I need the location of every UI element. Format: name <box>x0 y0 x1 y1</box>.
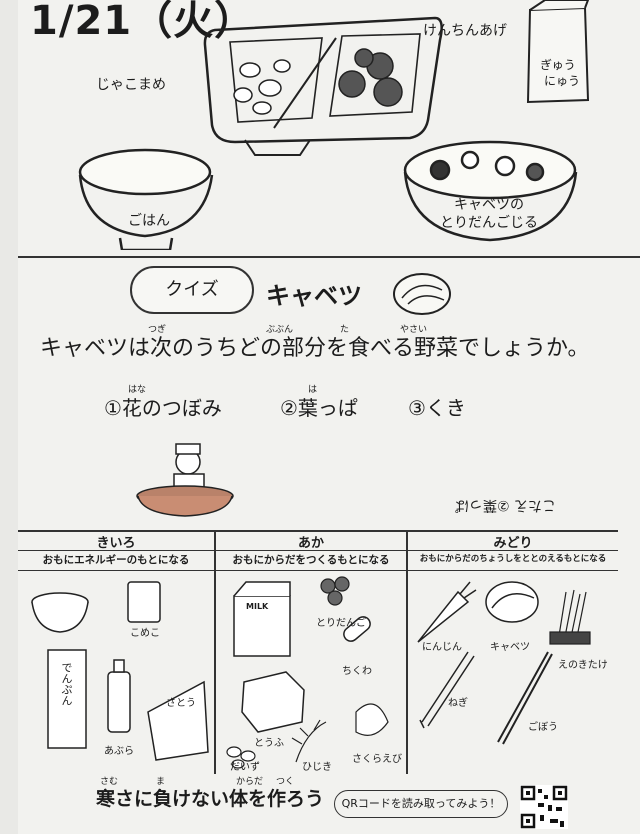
ruby-ta: た <box>340 325 350 335</box>
food-hijiki: ひじき <box>302 762 332 773</box>
meatball-icon <box>320 576 350 606</box>
food-milk-label: MILK <box>246 602 269 611</box>
group-red-name: あか <box>216 532 406 551</box>
quiz-bubble: クイズ <box>130 266 254 314</box>
rice-bowl-icon <box>78 148 214 250</box>
menu-illustrations <box>78 0 590 250</box>
food-abura: あぶら <box>104 746 134 757</box>
tray-icon <box>203 16 443 156</box>
meatball-icon <box>338 48 403 107</box>
menu-item-kenchinage: けんちんあげ <box>423 23 507 39</box>
ruby-karada: からだ <box>236 777 264 787</box>
cabbage-icon <box>393 273 451 315</box>
oil-bottle-icon <box>107 659 131 733</box>
milk-carton-icon <box>526 0 590 104</box>
qr-code-icon[interactable] <box>520 785 568 829</box>
chikuwa-icon <box>343 616 371 642</box>
yellow-foods <box>31 581 209 761</box>
ruby-ha: は <box>308 385 318 395</box>
group-green: みどり おもにからだのちょうしをととのえるもとになる にんじん キャベツ えのき… <box>408 532 618 774</box>
group-yellow-desc: おもにエネルギーのもとになる <box>18 552 214 571</box>
food-satou: さとう <box>166 698 196 709</box>
quiz-answer: こたえ ②葉っぱ <box>455 497 557 513</box>
quiz-choice-3: ③くき <box>408 396 466 420</box>
quiz-title: キャベツ <box>266 282 362 310</box>
food-sakuraebi: さくらえび <box>352 754 402 765</box>
negi-icon <box>419 651 475 729</box>
quiz-choice-1: ①花のつぼみ <box>104 396 222 420</box>
ruby-tsugi: つぎ <box>148 325 167 335</box>
food-toridango: とりだんご <box>316 618 366 629</box>
ruby-ma: ま <box>156 777 166 787</box>
menu-item-milk-line1: ぎゅう <box>540 58 576 72</box>
date-heading: 1/21（火） <box>30 0 256 44</box>
cook-illustration <box>136 443 234 517</box>
carrot-icon <box>417 581 477 643</box>
milk-carton-icon <box>233 581 291 657</box>
tofu-icon <box>241 671 305 733</box>
cabbage-icon <box>485 581 539 623</box>
menu-item-soup-line1: キャベツの <box>454 197 524 213</box>
soup-bowl-icon <box>403 140 578 242</box>
starch-bag-icon <box>47 649 87 749</box>
ruby-tsuku: つく <box>276 777 295 787</box>
food-cabbage: キャベツ <box>490 642 530 653</box>
quiz-choice-2: ②葉っぱ <box>280 396 358 420</box>
nutrition-groups: きいろ おもにエネルギーのもとになる こめこ でんぷん あぶら さとう あか お… <box>18 530 618 774</box>
menu-item-soup-line2: とりだんごじる <box>440 215 538 231</box>
enoki-icon <box>549 589 591 645</box>
bean-icon <box>233 59 291 115</box>
menu-item-jakomame: じゃこまめ <box>96 77 166 93</box>
group-green-desc: おもにからだのちょうしをととのえるもとになる <box>408 552 618 571</box>
food-negi: ねぎ <box>448 698 468 709</box>
group-red-desc: おもにからだをつくるもとになる <box>216 552 406 571</box>
food-chikuwa: ちくわ <box>342 666 372 677</box>
food-enokitake: えのきたけ <box>558 660 608 671</box>
menu-item-milk-line2: にゅう <box>544 74 581 88</box>
shrimp-icon <box>355 703 389 736</box>
ruby-bubun: ぶぶん <box>266 325 294 335</box>
green-foods <box>417 581 591 745</box>
group-yellow-name: きいろ <box>18 532 214 551</box>
food-ninjin: にんじん <box>422 642 462 653</box>
food-daizu: だいず <box>230 762 260 773</box>
ruby-hana: はな <box>128 385 147 395</box>
flour-bag-icon <box>127 581 161 623</box>
food-komeko: こめこ <box>130 628 160 639</box>
soybean-icon <box>226 746 256 769</box>
group-red: あか おもにからだをつくるもとになる MILK とりだんご ちくわ とうふ だい… <box>216 532 408 774</box>
red-foods <box>226 576 389 769</box>
quiz-question: キャベツは次のうちどの部分を食べる野菜でしょうか。 <box>40 336 590 361</box>
group-yellow: きいろ おもにエネルギーのもとになる こめこ でんぷん あぶら さとう <box>18 532 216 774</box>
food-gobou: ごぼう <box>528 722 558 733</box>
ruby-yasai: やさい <box>400 325 428 335</box>
food-toufu: とうふ <box>254 738 284 749</box>
hijiki-icon <box>291 719 327 763</box>
ruby-samu: さむ <box>100 777 119 787</box>
sugar-bag-icon <box>147 680 209 761</box>
qr-prompt: QRコードを読み取ってみよう！ <box>334 790 508 818</box>
section-divider <box>18 256 640 258</box>
burdock-icon <box>497 651 553 745</box>
food-denpun: でんぷん <box>60 662 73 706</box>
rice-bowl-icon <box>31 592 89 633</box>
slogan: 寒さに負けない体を作ろう <box>96 788 325 810</box>
group-green-name: みどり <box>408 532 618 551</box>
menu-item-gohan: ごはん <box>128 213 170 229</box>
